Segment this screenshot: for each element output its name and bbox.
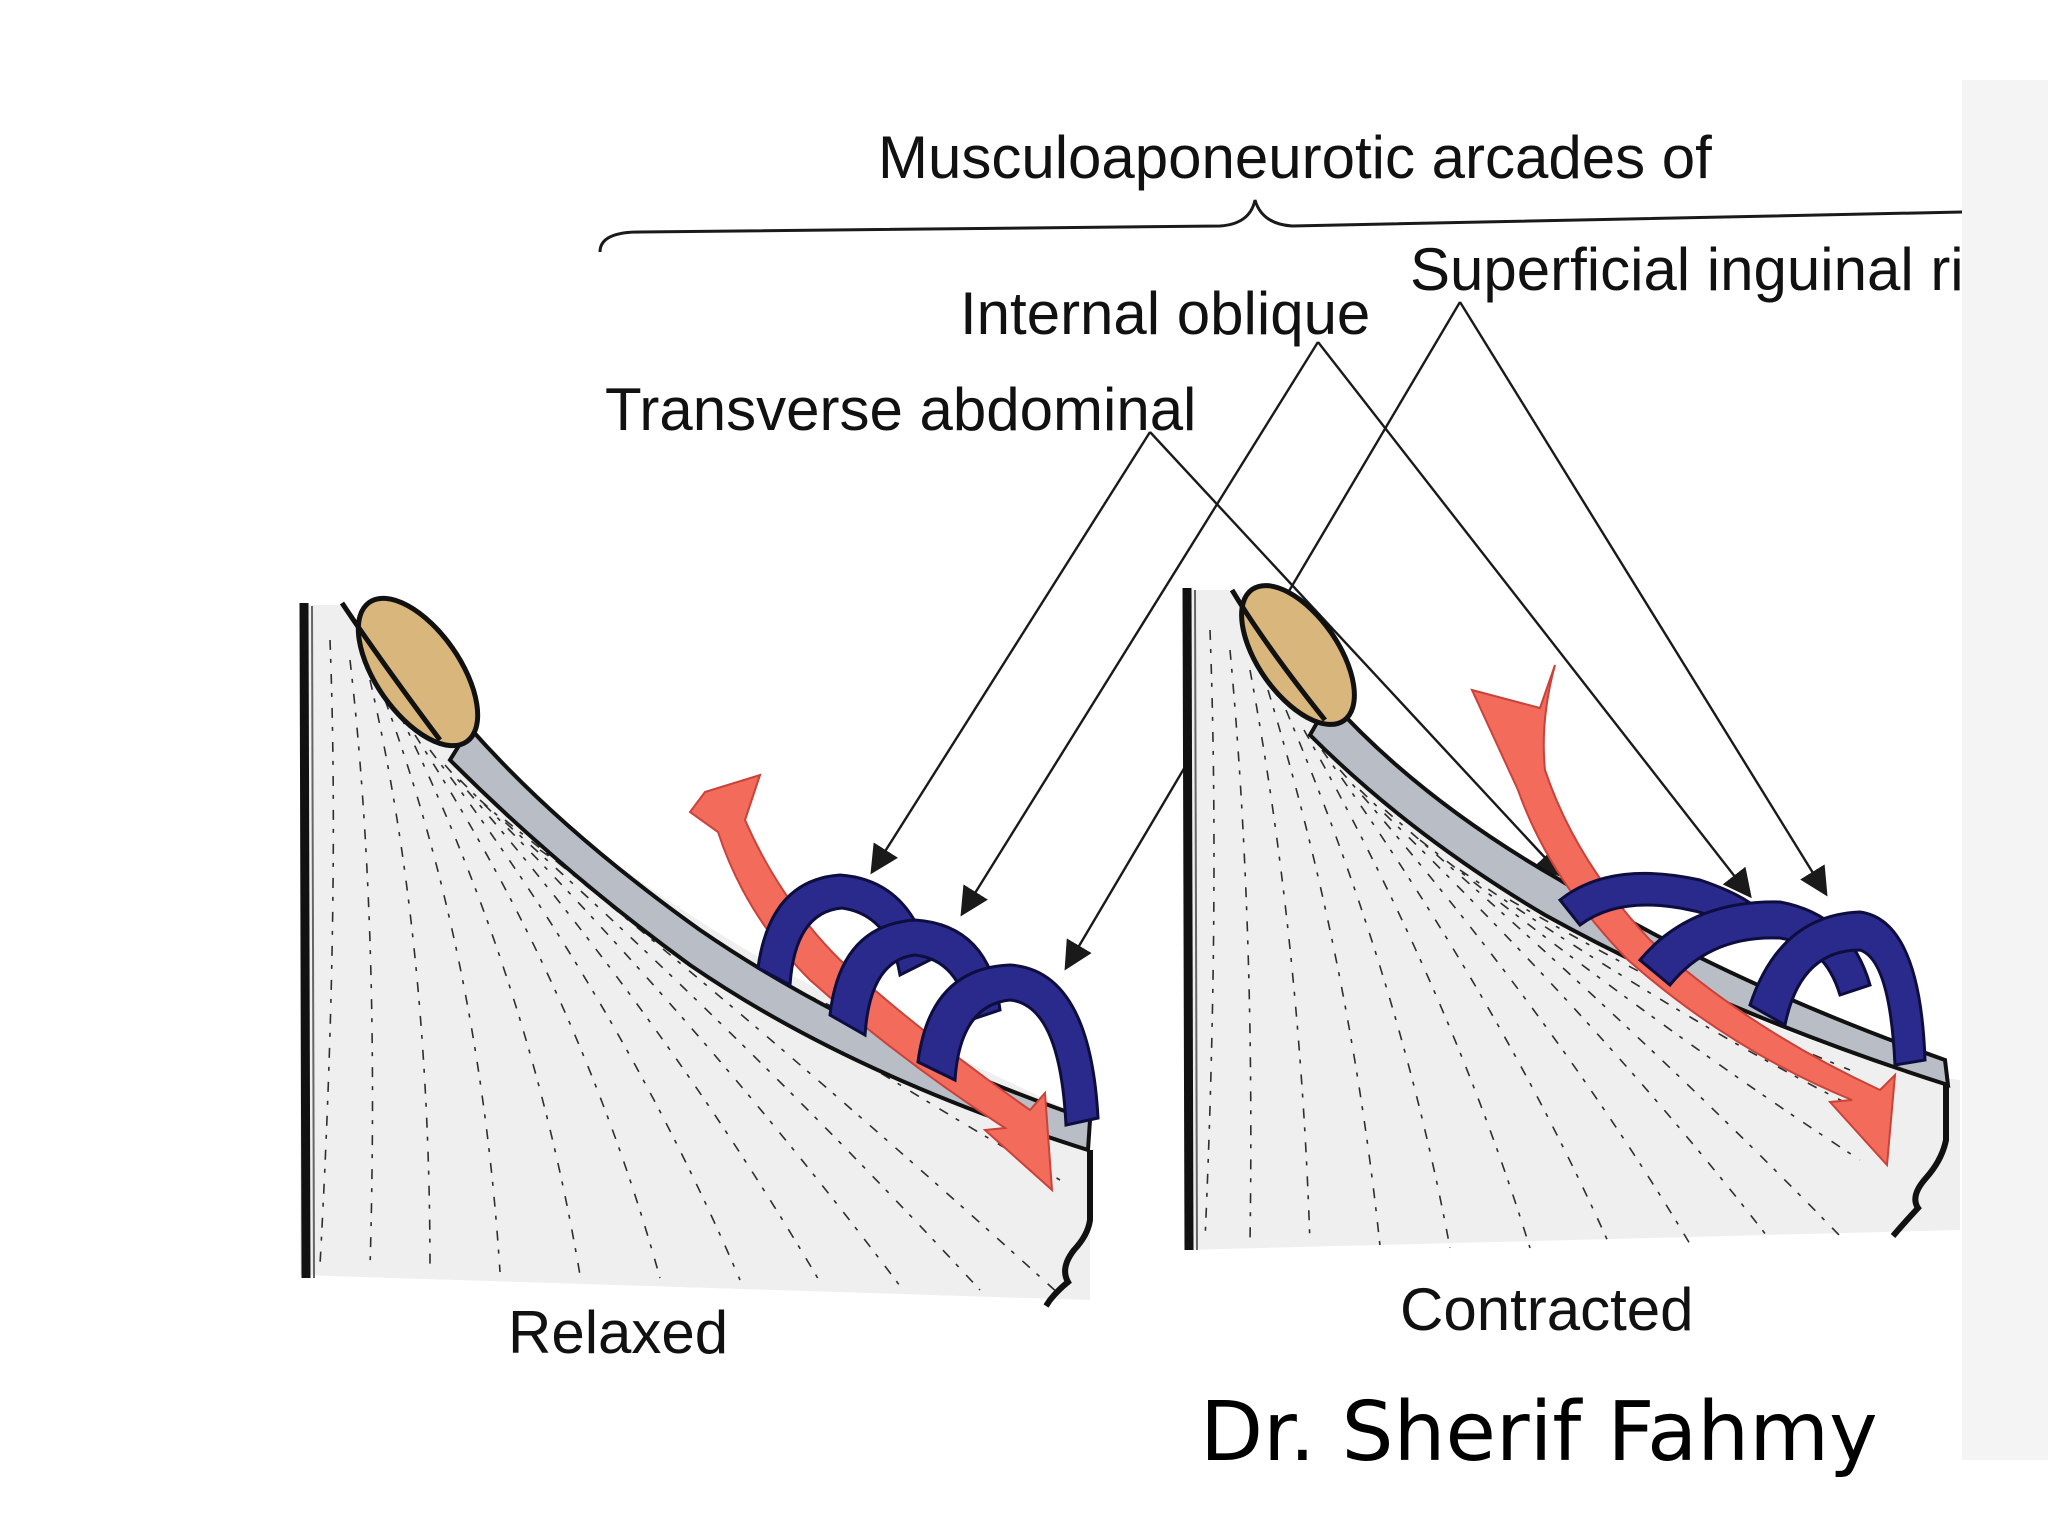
- relaxed-panel: Relaxed: [299, 595, 1100, 1366]
- header-brace: [598, 199, 1963, 253]
- contracted-cord-tail: [1890, 1085, 1949, 1238]
- relaxed-arcade-3: [916, 963, 1100, 1127]
- contracted-arcade-3: [1748, 910, 1927, 1067]
- relaxed-bone: [355, 595, 481, 749]
- leader-ring-to-contracted: [1458, 301, 1828, 897]
- leader-oblique-to-contracted: [1317, 341, 1752, 899]
- relaxed-caption: Relaxed: [508, 1299, 728, 1366]
- contracted-bone: [1239, 583, 1357, 727]
- author-credit: Dr. Sherif Fahmy: [1200, 1385, 1878, 1480]
- contracted-caption: Contracted: [1400, 1276, 1694, 1343]
- relaxed-arcades: [756, 873, 1100, 1127]
- contracted-left-edge: [1182, 587, 1194, 1251]
- leader-transverse-to-contracted: [1149, 431, 1564, 879]
- relaxed-cord-tail: [1043, 1150, 1093, 1308]
- contracted-cord-arrow: [1470, 664, 1897, 1168]
- label-internal-oblique: Internal oblique: [960, 280, 1370, 347]
- contracted-arcades: [1557, 871, 1927, 1067]
- leader-oblique-to-relaxed: [960, 341, 1320, 917]
- contracted-striations: [1204, 629, 1861, 1249]
- contracted-panel: Contracted: [1182, 583, 1960, 1343]
- scan-edge-strip: [1962, 80, 2048, 1460]
- header-label: Musculoaponeurotic arcades of: [878, 124, 1712, 191]
- label-transverse-abdominal: Transverse abdominal: [605, 376, 1196, 443]
- relaxed-left-edge: [299, 602, 311, 1279]
- label-superficial-inguinal-ring: Superficial inguinal ri: [1410, 236, 1964, 303]
- leader-transverse-to-relaxed: [870, 431, 1152, 875]
